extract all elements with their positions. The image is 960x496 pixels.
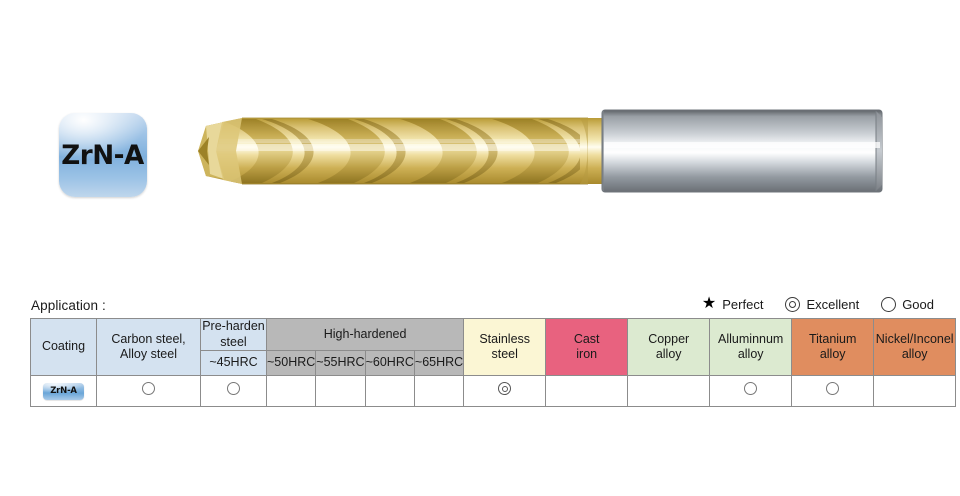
cell-rating-carbon-alloy-steel xyxy=(96,375,201,408)
cell-rating-copper-alloy xyxy=(627,375,711,408)
column-header-coating: Coating xyxy=(30,317,97,377)
application-table: Coating Carbon steel, Alloy steel Pre-ha… xyxy=(30,317,957,408)
header-line-1: Stainless xyxy=(479,331,531,346)
cell-rating-cast-iron xyxy=(545,375,629,408)
circle-icon xyxy=(142,382,155,396)
cell-rating-pre-harden-45hrc xyxy=(200,375,267,408)
coating-mini-badge: ZrN-A xyxy=(43,383,84,401)
column-header-high-hardened: High-hardened xyxy=(265,317,465,352)
table-header-row-2: ~45HRC ~50HRC ~55HRC ~60HRC ~65HRC xyxy=(31,350,956,377)
column-subheader-65hrc: ~65HRC xyxy=(413,350,465,377)
column-header-alluminnum-alloy: Alluminnum alloy xyxy=(709,317,793,377)
column-header-titanium-alloy: Titanium alloy xyxy=(791,317,875,377)
circle-icon xyxy=(227,382,240,396)
cell-coating-zrn-a: ZrN-A xyxy=(30,375,97,408)
cell-rating-high-hardened-55hrc xyxy=(315,375,366,408)
coating-badge: ZrN-A xyxy=(59,113,147,197)
header-line-2: alloy xyxy=(655,347,682,362)
application-label: Application : xyxy=(31,298,106,313)
application-section: Application : ★ Perfect Excellent Good C… xyxy=(0,285,960,496)
table-row: ZrN-A xyxy=(30,375,957,408)
cell-rating-stainless-steel xyxy=(463,375,547,408)
legend-item-perfect: ★ Perfect xyxy=(702,296,764,312)
column-header-nickel-inconel-alloy: Nickel/Inconel alloy xyxy=(873,317,957,377)
drill-flute-section xyxy=(198,117,588,185)
header-line-2: alloy xyxy=(901,347,928,362)
cell-rating-high-hardened-60hrc xyxy=(364,375,415,408)
header-line-1: Copper xyxy=(648,331,690,346)
header-line-2: steel xyxy=(491,347,518,362)
legend-item-good: Good xyxy=(881,296,934,312)
cell-rating-nickel-inconel-alloy xyxy=(873,375,957,408)
column-header-pre-harden-steel: Pre-harden steel xyxy=(200,317,267,352)
column-subheader-55hrc: ~55HRC xyxy=(315,350,366,377)
header-line-2: alloy xyxy=(819,347,846,362)
table-header-row-1: Coating Carbon steel, Alloy steel Pre-ha… xyxy=(30,317,957,377)
column-subheader-60hrc: ~60HRC xyxy=(364,350,415,377)
header-line-1: Pre-harden xyxy=(202,319,265,333)
legend-label-perfect: Perfect xyxy=(722,296,764,312)
column-subheader-45hrc: ~45HRC xyxy=(200,350,267,377)
header-line-1: Carbon steel, xyxy=(111,331,186,346)
header-line-2: alloy xyxy=(737,347,764,362)
circle-icon xyxy=(826,382,840,396)
drill-shank-section xyxy=(601,109,883,193)
column-subheader-50hrc: ~50HRC xyxy=(265,350,317,377)
filled-star-icon: ★ xyxy=(701,295,717,312)
header-line-1: Nickel/Inconel xyxy=(875,331,954,346)
product-hero: ZrN-A xyxy=(59,109,883,197)
cell-rating-titanium-alloy xyxy=(791,375,875,408)
header-line-1: Alluminnum xyxy=(718,331,784,346)
circle-icon xyxy=(881,296,897,312)
header-line-1: Cast xyxy=(573,331,600,346)
coating-badge-label: ZrN-A xyxy=(61,139,145,171)
column-header-stainless-steel: Stainless steel xyxy=(463,317,547,377)
rating-legend: ★ Perfect Excellent Good xyxy=(702,296,934,312)
double-circle-icon xyxy=(498,382,512,396)
double-circle-icon xyxy=(785,296,801,312)
column-header-copper-alloy: Copper alloy xyxy=(627,317,711,377)
column-header-cast-iron: Cast iron xyxy=(545,317,629,377)
cell-rating-alluminnum-alloy xyxy=(709,375,793,408)
legend-item-excellent: Excellent xyxy=(785,296,860,312)
cell-rating-high-hardened-50hrc xyxy=(265,375,317,408)
cell-rating-high-hardened-65hrc xyxy=(413,375,465,408)
drill-neck-section xyxy=(580,118,604,184)
legend-label-excellent: Excellent xyxy=(806,296,860,312)
header-line-2: Alloy steel xyxy=(120,347,177,362)
header-line-2: steel xyxy=(220,334,247,349)
header-line-1: Titanium xyxy=(808,331,857,346)
legend-label-good: Good xyxy=(902,296,934,312)
twist-drill-bit-icon xyxy=(198,109,883,193)
header-line-2: iron xyxy=(576,347,598,362)
circle-icon xyxy=(744,382,758,396)
column-header-carbon-alloy-steel: Carbon steel, Alloy steel xyxy=(96,317,201,377)
